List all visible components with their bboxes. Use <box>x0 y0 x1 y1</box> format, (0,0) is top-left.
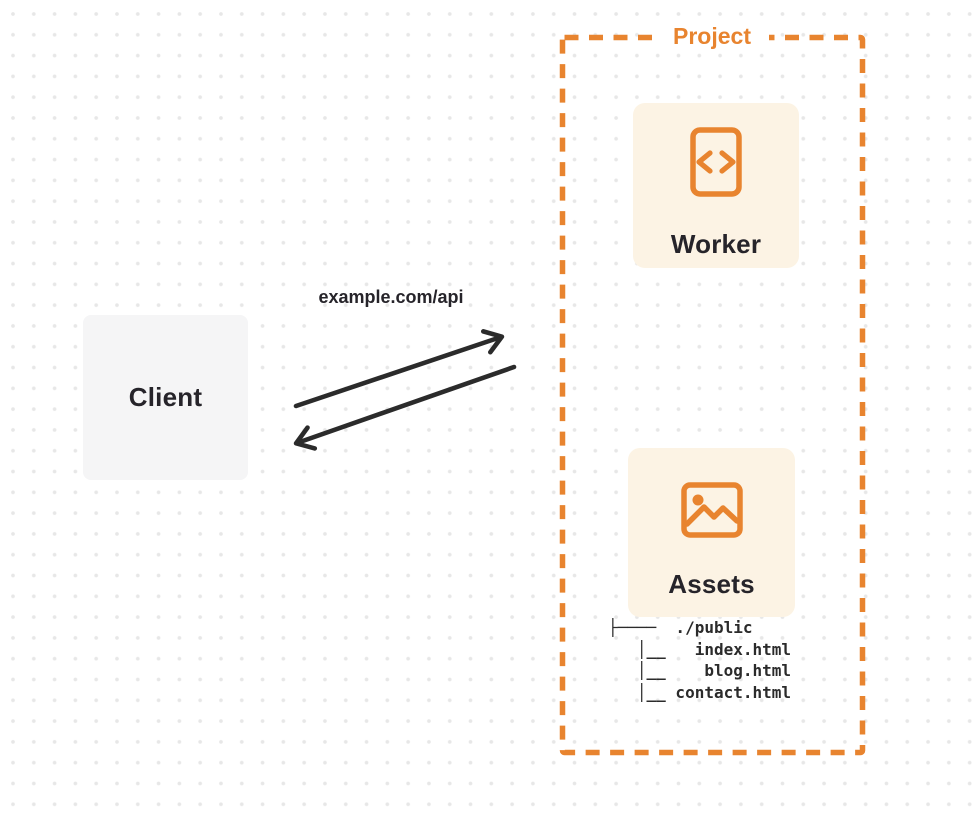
worker-node: Worker <box>633 103 799 268</box>
worker-label: Worker <box>670 229 762 259</box>
request-arrow <box>293 329 505 409</box>
assets-label: Assets <box>668 569 755 599</box>
client-node: Client <box>83 315 248 480</box>
code-document-icon <box>690 127 742 202</box>
image-icon <box>680 482 743 543</box>
assets-node: Assets <box>628 448 795 617</box>
client-label: Client <box>128 382 203 412</box>
project-label: Project <box>655 21 769 52</box>
assets-file-tree: ├──── ./public │__ index.html │__ blog.h… <box>608 618 792 702</box>
response-arrow <box>293 364 517 451</box>
request-url-label: example.com/api <box>318 287 464 307</box>
